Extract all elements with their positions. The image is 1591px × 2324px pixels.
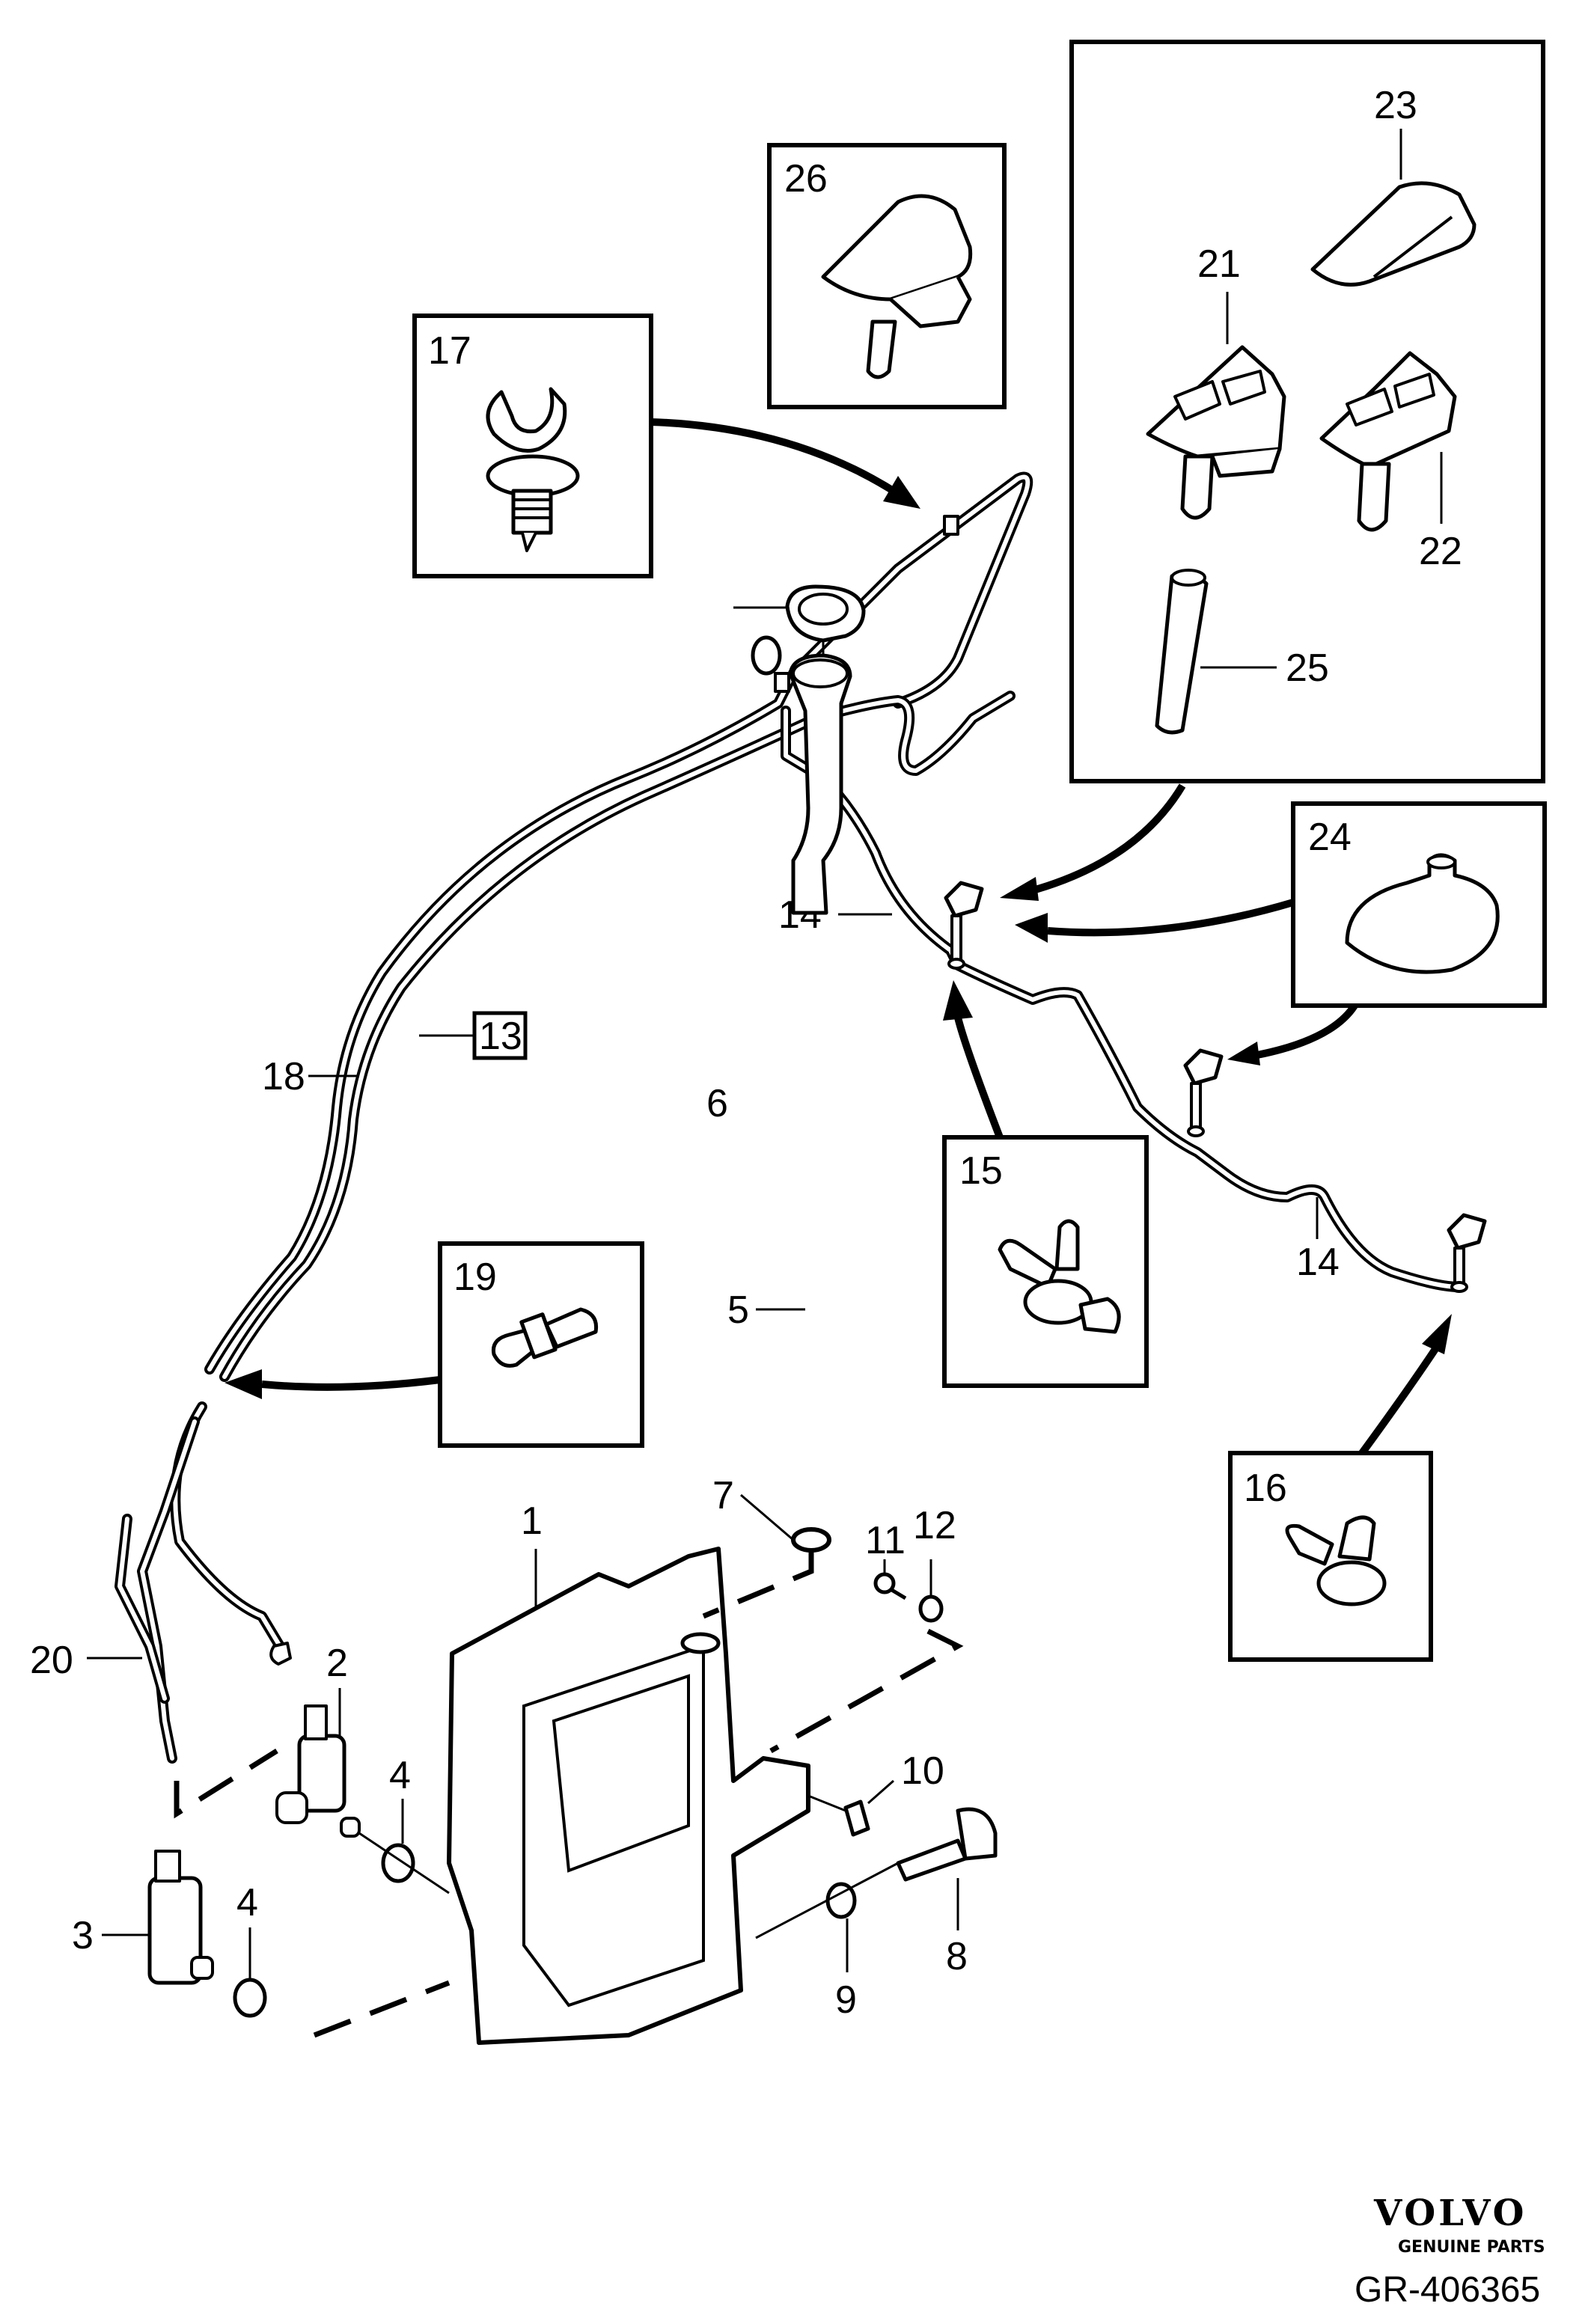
callout-4-lower: 4 (236, 1881, 258, 1924)
callout-10: 10 (901, 1749, 944, 1793)
pointer-arrows (225, 418, 1452, 1455)
filler-neck-5[interactable] (788, 653, 852, 915)
grommet-icon (1345, 853, 1500, 974)
filler-cap-6[interactable] (785, 584, 866, 643)
straight-connector-icon (491, 1307, 599, 1368)
detail-box-26[interactable]: 26 (767, 143, 1007, 409)
nozzle-on-hose-3[interactable] (1447, 1213, 1487, 1293)
nozzle-on-hose-1[interactable] (944, 881, 984, 970)
callout-7: 7 (712, 1474, 734, 1517)
washer-nozzle-21-icon (1146, 345, 1286, 520)
nozzle-on-hose-2[interactable] (1183, 1048, 1224, 1137)
t-connector-icon (998, 1219, 1121, 1334)
hose-piece-25-icon (1155, 569, 1209, 735)
callout-3: 3 (72, 1914, 94, 1957)
callout-22: 22 (1419, 530, 1462, 573)
detail-box-15[interactable]: 15 (942, 1135, 1149, 1388)
o-ring-7[interactable] (791, 1527, 831, 1553)
callout-21: 21 (1197, 242, 1241, 286)
hose-clip-icon (486, 387, 580, 552)
callout-15: 15 (959, 1149, 1003, 1193)
level-sensor-8[interactable] (896, 1807, 998, 1882)
brand-tagline: GENUINE PARTS (1398, 2238, 1545, 2257)
callout-19: 19 (454, 1256, 497, 1299)
bolt-11[interactable] (873, 1572, 907, 1600)
callout-23: 23 (1374, 84, 1417, 127)
washer-nozzle-22-icon (1319, 351, 1457, 532)
clip-nut-10[interactable] (843, 1799, 870, 1837)
callout-2: 2 (326, 1642, 348, 1685)
callout-4-upper: 4 (389, 1754, 411, 1797)
callout-5: 5 (727, 1288, 749, 1332)
callout-25: 25 (1286, 646, 1329, 690)
grommet-4-lower[interactable] (233, 1978, 267, 2018)
callout-9: 9 (835, 1978, 857, 2022)
callout-1: 1 (521, 1499, 543, 1543)
nozzle-cover-icon (821, 194, 973, 379)
grommet-4-upper[interactable] (381, 1843, 415, 1883)
brand-logo: VOLVO (1373, 2192, 1527, 2234)
washer-reservoir-1[interactable] (447, 1547, 810, 2045)
drawing-number: GR-406365 (1355, 2270, 1540, 2310)
washer-pump-3[interactable] (147, 1850, 214, 1985)
detail-box-24[interactable]: 24 (1291, 801, 1547, 1008)
callout-14-lower: 14 (1296, 1241, 1340, 1284)
hose-assembly-13[interactable] (114, 471, 1465, 1764)
detail-box-nozzles[interactable]: 23 21 22 25 (1069, 40, 1545, 783)
washer-12[interactable] (918, 1594, 944, 1623)
callout-16: 16 (1244, 1467, 1287, 1510)
callout-24: 24 (1308, 816, 1352, 859)
detail-box-19[interactable]: 19 (438, 1241, 644, 1448)
callout-13: 13 (479, 1015, 522, 1058)
callout-18: 18 (262, 1055, 305, 1098)
nozzle-cap-23-icon (1310, 181, 1477, 287)
callout-17: 17 (428, 329, 471, 373)
detail-box-16[interactable]: 16 (1228, 1451, 1433, 1662)
callout-11: 11 (865, 1519, 906, 1562)
assembly-lines (174, 1552, 964, 2038)
volvo-branding: VOLVO GENUINE PARTS GR-406365 (1355, 2192, 1545, 2310)
callout-26: 26 (784, 157, 828, 201)
callout-8: 8 (946, 1935, 968, 1978)
detail-box-17[interactable]: 17 (412, 314, 653, 578)
callout-6: 6 (706, 1082, 728, 1125)
callout-12: 12 (913, 1504, 956, 1547)
callout-20: 20 (30, 1639, 73, 1682)
washer-pump-2[interactable] (275, 1704, 361, 1838)
angle-connector-icon (1285, 1515, 1387, 1606)
